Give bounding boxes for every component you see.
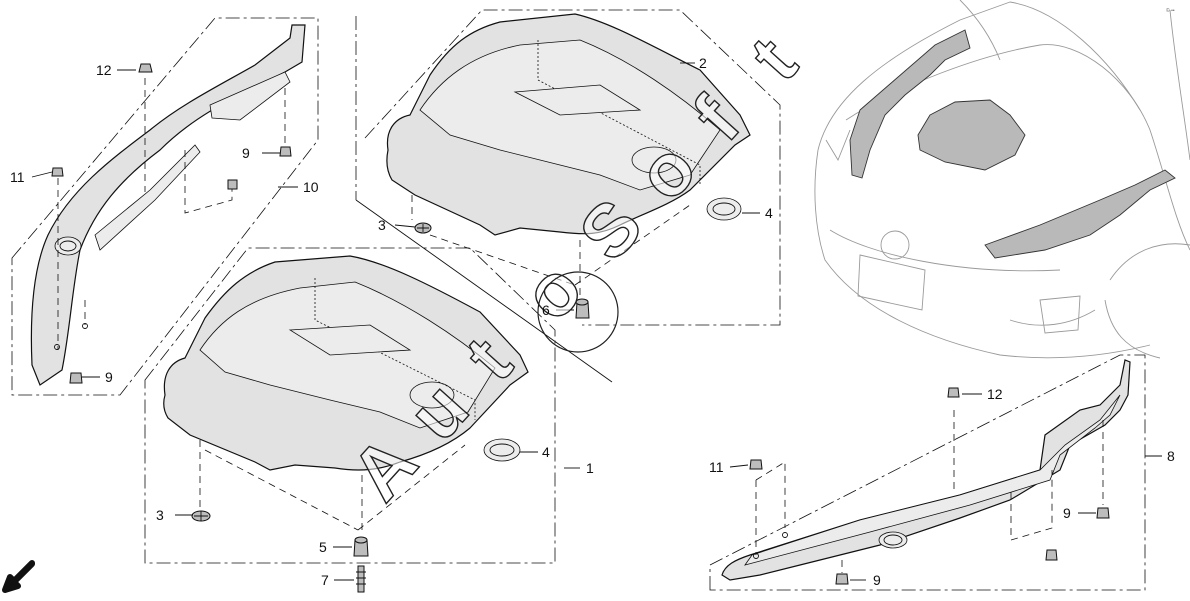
watermark-letter: t (734, 22, 812, 96)
callout-part-8: 8 (1167, 448, 1175, 464)
corner-mark: © •• (1166, 7, 1175, 14)
callout-part-9-left-upper: 9 (242, 145, 250, 161)
callout-part-7: 7 (321, 572, 329, 588)
clip-fastener-icon (51, 167, 64, 177)
callout-part-1: 1 (586, 460, 594, 476)
clip-fastener-icon (835, 573, 849, 585)
callout-part-3-upper: 3 (378, 217, 386, 233)
leader-lines (31, 62, 1162, 581)
callout-part-12-left: 12 (96, 62, 112, 78)
callout-part-6: 6 (542, 302, 550, 318)
callout-part-10: 10 (303, 179, 319, 195)
watermark-letter: o (506, 247, 598, 336)
clip-fastener-icon (227, 179, 238, 190)
callout-part-9-right-lower: 9 (873, 572, 881, 588)
bolt-icon (575, 298, 590, 319)
callout-part-11-left: 11 (10, 169, 25, 185)
clip-fastener-icon (138, 63, 153, 73)
part-10-side-seal-group (11, 17, 319, 396)
grommet-icon (483, 438, 521, 462)
callout-part-9-left-lower: 9 (105, 369, 113, 385)
callout-part-11-right: 11 (709, 459, 724, 475)
clip-fastener-icon (1096, 507, 1110, 519)
car-front-seal-highlight (984, 169, 1176, 259)
callout-part-4-lower: 4 (542, 444, 550, 460)
callout-part-4-upper: 4 (765, 205, 773, 221)
callout-part-5: 5 (319, 539, 327, 555)
grommet-icon (706, 197, 742, 221)
callout-part-2: 2 (699, 55, 707, 71)
callout-labels: 1 2 3 3 4 4 5 6 7 8 9 9 9 9 10 11 11 12 … (10, 55, 1175, 588)
car-side-seal-highlight (849, 29, 971, 179)
clip-fastener-icon (749, 459, 763, 470)
clip-fastener-icon (947, 387, 960, 398)
clip-fastener-icon (279, 146, 292, 157)
part-1-engine-cover-group (144, 247, 556, 564)
callout-part-9-right-upper: 9 (1063, 505, 1071, 521)
callout-part-3-lower: 3 (156, 507, 164, 523)
grommet-icon (414, 222, 432, 234)
car-engine-cover-highlight (917, 99, 1026, 171)
clip-fastener-icon (1045, 549, 1058, 561)
watermark-ring (537, 271, 619, 353)
bolt-icon (353, 536, 369, 557)
grommet-icon (191, 510, 211, 522)
bolt-icon (356, 565, 366, 593)
vehicle-context-view (814, 0, 1190, 359)
callout-part-12-right: 12 (987, 386, 1003, 402)
part-2-engine-cover-group (355, 9, 781, 383)
clip-fastener-icon (69, 372, 83, 384)
direction-arrow-icon (2, 560, 35, 593)
part-8-front-seal-group (709, 354, 1146, 591)
